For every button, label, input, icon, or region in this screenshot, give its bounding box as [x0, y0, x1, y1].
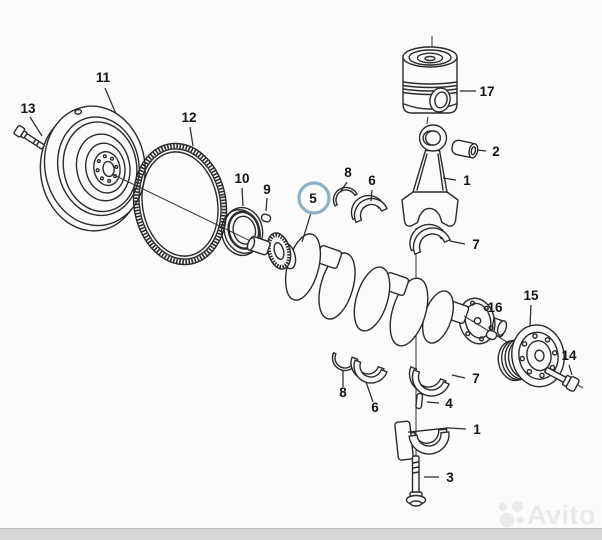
- part-pulley: [497, 324, 565, 388]
- part-flywheel: [39, 105, 146, 232]
- part-callout-label: 7: [472, 371, 480, 386]
- part-bolt-14: [544, 366, 580, 392]
- callout-leader-line: [451, 374, 466, 379]
- part-callout-label: 9: [263, 182, 271, 197]
- part-callout-label: 3: [446, 470, 454, 485]
- callout-leader-line: [301, 212, 312, 243]
- watermark: Avito: [498, 500, 596, 530]
- part-callout-label: 11: [96, 70, 111, 85]
- callout-leader-line: [340, 181, 348, 192]
- part-callout-label: 14: [561, 348, 577, 363]
- highlight-circle: [297, 181, 331, 215]
- part-callout-label: 2: [492, 144, 500, 159]
- part-callout-label: 4: [445, 396, 453, 411]
- part-ring-gear: [132, 142, 228, 266]
- callout-leader-line: [449, 240, 466, 245]
- callout-leader-line: [265, 197, 268, 212]
- part-piston: [402, 46, 458, 114]
- callout-leader-line: [529, 304, 532, 327]
- callout-leader-line: [365, 381, 374, 403]
- part-callout-label: 6: [371, 400, 379, 415]
- part-pin-4: [415, 392, 424, 410]
- callout-leader-line: [370, 189, 373, 202]
- axis-line-piston-rod: [426, 116, 429, 125]
- part-bearing-shell-7-upper: [409, 223, 451, 255]
- part-rod-cap: [394, 420, 450, 461]
- part-callout-label: 8: [339, 385, 347, 400]
- part-bearing-shell-6-upper: [350, 194, 388, 224]
- watermark-logo-circle: [498, 502, 508, 512]
- callout-leader-line: [29, 116, 43, 137]
- callout-leader-line: [104, 87, 117, 115]
- part-key-16: [485, 329, 498, 341]
- part-callout-label: 13: [20, 101, 36, 116]
- callout-leader-line: [491, 316, 495, 331]
- watermark-logo-circle: [499, 512, 515, 528]
- watermark-logo-circle: [516, 516, 524, 524]
- part-thrust-washer-upper: [332, 186, 358, 207]
- callout-leader-line: [426, 401, 440, 404]
- footer-bar: [0, 528, 602, 540]
- callout-leader-line: [241, 187, 244, 207]
- part-callout-label: 1: [473, 422, 481, 437]
- part-crankshaft: [246, 232, 508, 347]
- callout-leader-line: [189, 126, 194, 147]
- part-callout-label: 17: [479, 84, 494, 99]
- part-callout-label: 6: [368, 173, 376, 188]
- callout-leader-line: [448, 427, 467, 430]
- part-callout-label: 8: [344, 165, 352, 180]
- part-callout-label: 16: [487, 300, 503, 315]
- part-callout-label: 1: [463, 173, 471, 188]
- watermark-text: Avito: [527, 500, 596, 530]
- part-callout-label: 7: [472, 237, 480, 252]
- part-bolt-13: [13, 124, 45, 150]
- part-thrust-washer-lower: [331, 352, 358, 372]
- part-callout-label: 12: [181, 110, 196, 125]
- part-bearing-shell-6-lower: [350, 356, 388, 384]
- part-connecting-rod: [401, 124, 459, 227]
- callout-leader-line: [568, 364, 573, 376]
- part-bearing-shell-7-lower: [408, 366, 450, 397]
- watermark-logo-circle: [511, 500, 524, 513]
- part-callout-label: 15: [523, 288, 539, 303]
- callout-leader-line: [476, 149, 487, 152]
- callout-leader-line: [442, 177, 457, 181]
- part-callout-label: 10: [234, 171, 249, 186]
- part-key-9: [260, 213, 272, 223]
- part-callout-label: 5: [309, 191, 317, 206]
- part-bolt-3: [405, 455, 427, 507]
- part-wrist-pin: [451, 139, 479, 159]
